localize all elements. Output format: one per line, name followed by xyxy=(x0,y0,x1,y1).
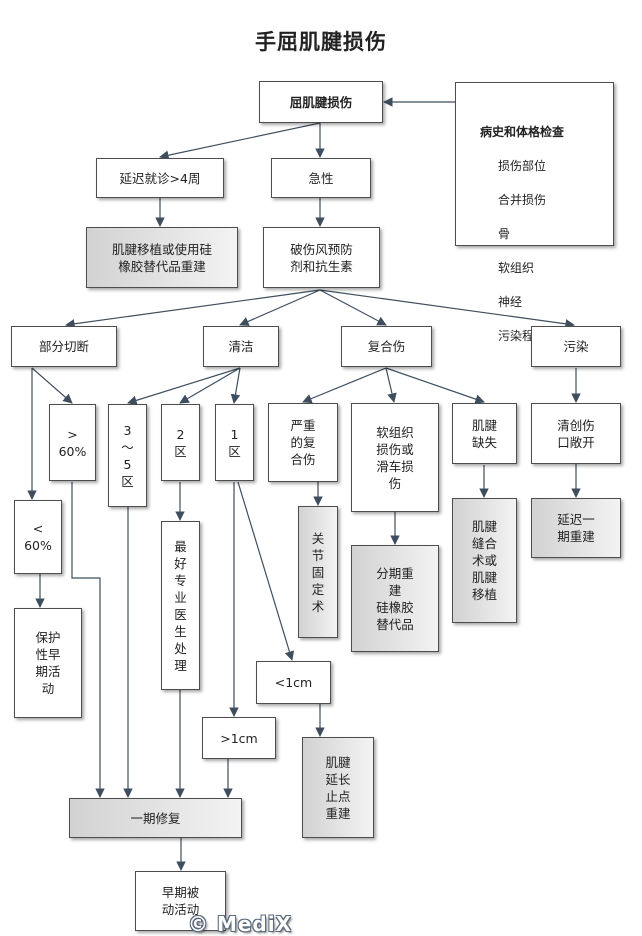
tendon-loss-node: 肌腱 缺失 xyxy=(452,403,517,464)
arrow-complex-to-loss xyxy=(385,367,485,404)
page-title: 手屈肌腱损伤 xyxy=(255,30,387,54)
staged-rebuild-node: 分期重 建 硅橡胶 替代品 xyxy=(351,545,439,652)
complex-node: 复合伤 xyxy=(341,326,432,367)
arrow-clean-to-zone2 xyxy=(179,367,241,404)
history-item: 骨 xyxy=(498,227,511,241)
delayed-node: 延迟就诊>4周 xyxy=(96,158,224,198)
lengthen-node: 肌腱 延长 止点 重建 xyxy=(302,737,374,838)
history-item: 软组织 xyxy=(498,261,535,275)
arrow-complex-to-severe xyxy=(302,367,387,404)
history-item: 神经 xyxy=(498,295,523,309)
arrow-partial-to-over60 xyxy=(31,367,73,404)
debride-node: 清创伤 口敞开 xyxy=(531,403,621,464)
history-heading: 病史和体格检查 xyxy=(480,125,565,139)
zone35-node: 3 ～ 5 区 xyxy=(108,404,147,507)
arrow-tetanus-to-contaminated xyxy=(319,289,575,329)
delayed-rebuild-node: 延迟一 期重建 xyxy=(531,498,621,558)
zone1-node: 1 区 xyxy=(215,404,254,481)
gt1cm-node: >1cm xyxy=(202,717,276,759)
over60-node: > 60% xyxy=(49,404,96,481)
zone2-node: 2 区 xyxy=(161,404,200,481)
arrow-zone1-to-lt1cm xyxy=(237,481,295,661)
history-item: 合并损伤 xyxy=(498,193,547,207)
partial-cut-node: 部分切断 xyxy=(11,326,117,367)
root-node: 屈肌腱损伤 xyxy=(259,81,383,123)
history-exam-box: 病史和体格检查 损伤部位 合并损伤 骨 软组织 神经 污染程度 xyxy=(455,82,614,343)
suture-graft-node: 肌腱 缝合 术或 肌腱 移植 xyxy=(452,498,517,623)
graft-rebuild-node: 肌腱移植或使用硅 橡胶替代品重建 xyxy=(86,227,238,288)
watermark: © MediX xyxy=(188,912,293,936)
arrow-tetanus-to-partial xyxy=(65,289,321,329)
arrow-over60-to-primary xyxy=(71,482,105,798)
joint-fix-node: 关 节 固 定 术 xyxy=(298,506,338,638)
specialist-node: 最 好 专 业 医 生 处 理 xyxy=(161,521,200,690)
lt1cm-node: <1cm xyxy=(256,661,331,704)
protect-early-node: 保护 性早 期活 动 xyxy=(14,608,82,718)
arrow-tetanus-to-clean xyxy=(239,289,321,326)
arrow-tetanus-to-complex xyxy=(319,289,387,326)
tetanus-node: 破伤风预防 剂和抗生素 xyxy=(263,227,380,288)
early-passive-node: 早期被 动活动 xyxy=(135,871,226,931)
clean-node: 清洁 xyxy=(203,326,279,367)
arrow-clean-to-zone1 xyxy=(230,367,241,404)
arrow-root-to-delayed xyxy=(159,122,321,160)
acute-node: 急性 xyxy=(271,158,371,198)
arrow-clean-to-zone35 xyxy=(127,367,241,406)
history-item: 损伤部位 xyxy=(498,159,547,173)
arrow-complex-to-soft xyxy=(385,367,397,403)
severe-complex-node: 严重 的复 合伤 xyxy=(268,403,338,482)
primary-repair-node: 一期修复 xyxy=(69,798,242,838)
under60-node: < 60% xyxy=(14,500,62,574)
contaminated-node: 污染 xyxy=(531,326,621,367)
soft-tissue-node: 软组织 损伤或 滑车损 伤 xyxy=(351,403,439,512)
